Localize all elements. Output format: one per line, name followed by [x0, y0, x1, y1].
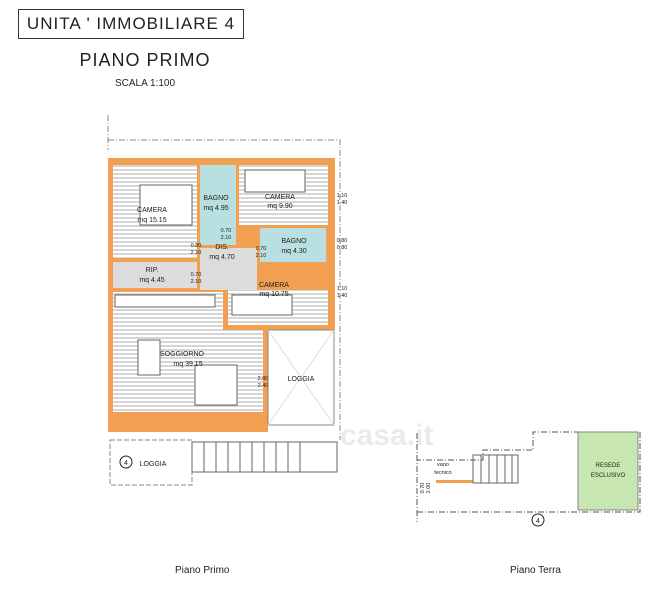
- unit-marker: [531, 513, 545, 527]
- unit-marker: [119, 455, 133, 469]
- resede-area: [577, 431, 639, 511]
- unit-marker-number: 4: [536, 518, 540, 525]
- bed: [244, 169, 306, 193]
- room-label: LOGGIA: [140, 461, 167, 468]
- dim: 0.80: [337, 245, 348, 251]
- dim: 1.10: [337, 193, 348, 199]
- dim: 0.70: [221, 228, 232, 234]
- room-area: mq 4.70: [209, 254, 234, 261]
- stairs-ground: [472, 454, 519, 484]
- room-bagno-2: [260, 228, 326, 262]
- property-boundary: [107, 115, 341, 440]
- room-label: RESEDE: [596, 463, 621, 469]
- room-label: CAMERA: [259, 282, 289, 289]
- room-area: mq 10.75: [259, 291, 288, 298]
- dim: 1.40: [337, 293, 348, 299]
- caption-piano-primo: Piano Primo: [175, 565, 230, 576]
- room-label: DIS.: [215, 244, 229, 251]
- dim: 0.70: [420, 483, 426, 494]
- bed: [139, 184, 193, 226]
- dim: 2.10: [221, 235, 232, 241]
- room-label: ESCLUSIVO: [591, 473, 626, 479]
- room-label: RIP.: [146, 267, 159, 274]
- room-label: tecnico: [434, 470, 451, 476]
- dim: 0.80: [191, 243, 202, 249]
- sofa: [194, 364, 238, 406]
- room-area: mq 15.15: [137, 217, 166, 224]
- room-label: BAGNO: [203, 195, 229, 202]
- floor-title: PIANO PRIMO: [79, 50, 211, 70]
- room-rip: [113, 262, 197, 288]
- loggia-hatch: [267, 329, 335, 426]
- room-dis: [200, 248, 257, 290]
- unit-marker-number: 4: [124, 460, 128, 467]
- dim: 2.10: [256, 253, 267, 259]
- bed: [231, 294, 293, 316]
- dining-table: [137, 339, 161, 376]
- room-label: LOGGIA: [288, 376, 315, 383]
- dim: 2.80: [258, 376, 269, 382]
- room-area: mq 9.90: [267, 203, 292, 210]
- room-area: mq 4.45: [139, 277, 164, 284]
- unit-title: UNITA ' IMMOBILIARE 4: [18, 9, 244, 39]
- dim: 0.70: [191, 272, 202, 278]
- caption-piano-terra: Piano Terra: [510, 565, 561, 576]
- room-bagno-1: [200, 165, 236, 245]
- dim: 2.10: [191, 250, 202, 256]
- room-label: BAGNO: [281, 238, 307, 245]
- room-area: mq 4.95: [203, 205, 228, 212]
- dim: 0.70: [256, 246, 267, 252]
- ground-floor-outline: [416, 431, 641, 522]
- room-area: mq 39.15: [173, 361, 202, 368]
- room-area: mq 4.30: [281, 248, 306, 255]
- dim: 2.40: [258, 383, 269, 389]
- room-label: CAMERA: [265, 194, 295, 201]
- room-label: CAMERA: [137, 207, 167, 214]
- room-label: SOGGIORNO: [160, 351, 205, 358]
- scale-label: SCALA 1:100: [114, 78, 176, 89]
- dim: 0.80: [337, 238, 348, 244]
- dim: 2.10: [191, 279, 202, 285]
- wall: [436, 480, 473, 483]
- kitchen-counter: [114, 294, 216, 308]
- watermark: casa.it: [340, 419, 433, 452]
- dim: 2.00: [426, 483, 432, 494]
- dim: 1.40: [337, 200, 348, 206]
- room-label: vano: [437, 462, 449, 468]
- dim: 1.10: [337, 286, 348, 292]
